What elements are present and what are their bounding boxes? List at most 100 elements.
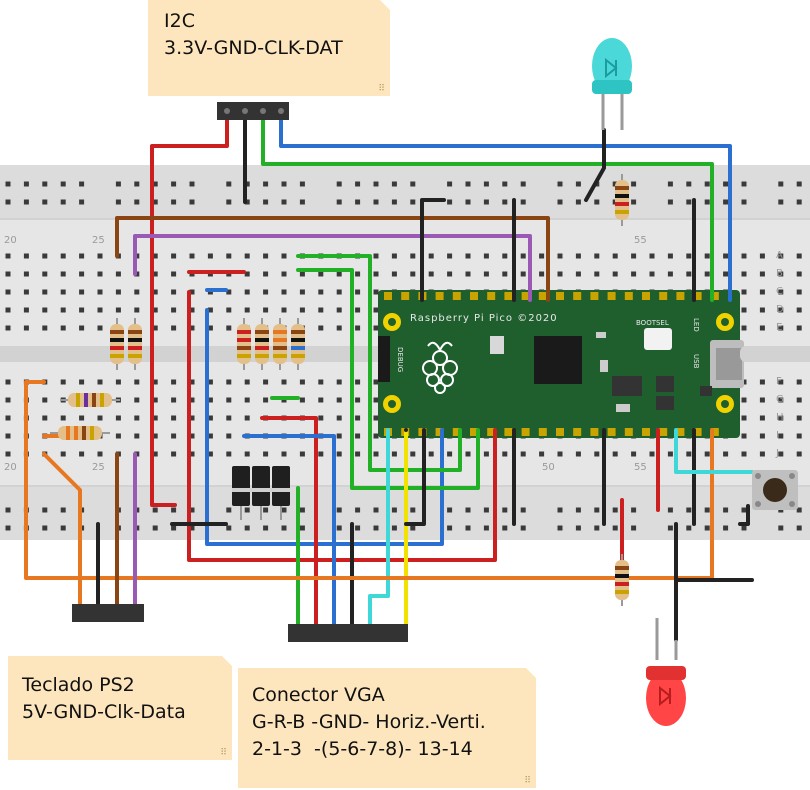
green-wire (296, 268, 480, 490)
breadboard-hole (97, 289, 103, 295)
breadboard-hole (355, 451, 361, 457)
breadboard-hole (667, 253, 673, 259)
breadboard-hole (723, 451, 729, 457)
breadboard-hole (299, 307, 305, 313)
breadboard-hole (631, 199, 637, 205)
breadboard-hole (42, 181, 48, 187)
breadboard-hole (447, 271, 453, 277)
breadboard-hole (428, 271, 434, 277)
cyan-wire (674, 428, 754, 474)
breadboard-hole (299, 397, 305, 403)
ps2-header (72, 604, 144, 622)
breadboard-hole (189, 379, 195, 385)
breadboard-hole (134, 433, 140, 439)
breadboard-hole (189, 507, 195, 513)
breadboard-hole (97, 253, 103, 259)
breadboard-hole (281, 451, 287, 457)
breadboard-hole (575, 271, 581, 277)
breadboard-hole (778, 433, 784, 439)
breadboard-hole (97, 307, 103, 313)
col-number-top-25: 25 (92, 235, 105, 246)
breadboard-hole (299, 379, 305, 385)
breadboard-hole (391, 181, 397, 187)
breadboard-hole (263, 199, 269, 205)
pico-pin (556, 292, 564, 300)
breadboard-hole (226, 451, 232, 457)
breadboard-hole (686, 451, 692, 457)
breadboard-hole (483, 271, 489, 277)
breadboard-hole (410, 253, 416, 259)
breadboard-hole (410, 525, 416, 531)
vga-header (288, 624, 408, 642)
breadboard-hole (207, 433, 213, 439)
breadboard-hole (373, 325, 379, 331)
breadboard-hole (594, 199, 600, 205)
breadboard-hole (502, 451, 508, 457)
breadboard-hole (447, 525, 453, 531)
breadboard-hole (244, 289, 250, 295)
vga-note: Conector VGA G-R-B -GND- Horiz.-Verti. 2… (238, 668, 536, 788)
breadboard-hole (741, 525, 747, 531)
breadboard-hole (60, 289, 66, 295)
col-number-bottom-20: 20 (4, 462, 17, 473)
breadboard-hole (134, 289, 140, 295)
row-label-g: G (776, 394, 784, 405)
breadboard-hole (134, 199, 140, 205)
pico-pin (642, 292, 650, 300)
breadboard-hole (502, 525, 508, 531)
breadboard-hole (171, 379, 177, 385)
breadboard-hole (704, 507, 710, 513)
breadboard-hole (42, 307, 48, 313)
breadboard-hole (244, 507, 250, 513)
breadboard-hole (263, 307, 269, 313)
breadboard-hole (226, 433, 232, 439)
pico-pin (487, 292, 496, 300)
breadboard-hole (759, 289, 765, 295)
breadboard-hole (649, 253, 655, 259)
breadboard-hole (557, 525, 563, 531)
breadboard-hole (465, 525, 471, 531)
breadboard-hole (171, 181, 177, 187)
breadboard-hole (336, 525, 342, 531)
breadboard-hole (355, 289, 361, 295)
breadboard-hole (520, 507, 526, 513)
resistor (273, 318, 287, 370)
breadboard-hole (79, 199, 85, 205)
black-wire (584, 128, 606, 202)
breadboard-hole (152, 271, 158, 277)
breadboard-hole (226, 289, 232, 295)
pico-pin (470, 292, 478, 300)
breadboard-hole (42, 525, 48, 531)
breadboard-hole (796, 397, 802, 403)
breadboard-hole (796, 289, 802, 295)
breadboard-hole (391, 451, 397, 457)
breadboard-hole (263, 271, 269, 277)
resistor (615, 174, 629, 226)
red-wire (260, 416, 318, 632)
breadboard-hole (759, 397, 765, 403)
breadboard-hole (796, 253, 802, 259)
resistor (255, 318, 269, 370)
breadboard-hole (281, 199, 287, 205)
black-wire (738, 504, 750, 526)
pico-pin (573, 292, 582, 300)
breadboard-hole (336, 325, 342, 331)
breadboard-hole (189, 289, 195, 295)
breadboard-hole (5, 307, 11, 313)
pico-pin (452, 428, 461, 436)
breadboard-hole (373, 289, 379, 295)
breadboard-hole (318, 451, 324, 457)
breadboard-hole (741, 289, 747, 295)
pico-pin (538, 292, 547, 300)
breadboard-hole (42, 289, 48, 295)
breadboard-hole (171, 325, 177, 331)
breadboard-hole (171, 253, 177, 259)
breadboard-hole (520, 525, 526, 531)
breadboard-hole (667, 199, 673, 205)
breadboard-hole (207, 415, 213, 421)
breadboard-hole (741, 451, 747, 457)
breadboard-hole (355, 307, 361, 313)
breadboard-hole (115, 199, 121, 205)
breadboard-hole (391, 253, 397, 259)
breadboard-hole (778, 181, 784, 187)
